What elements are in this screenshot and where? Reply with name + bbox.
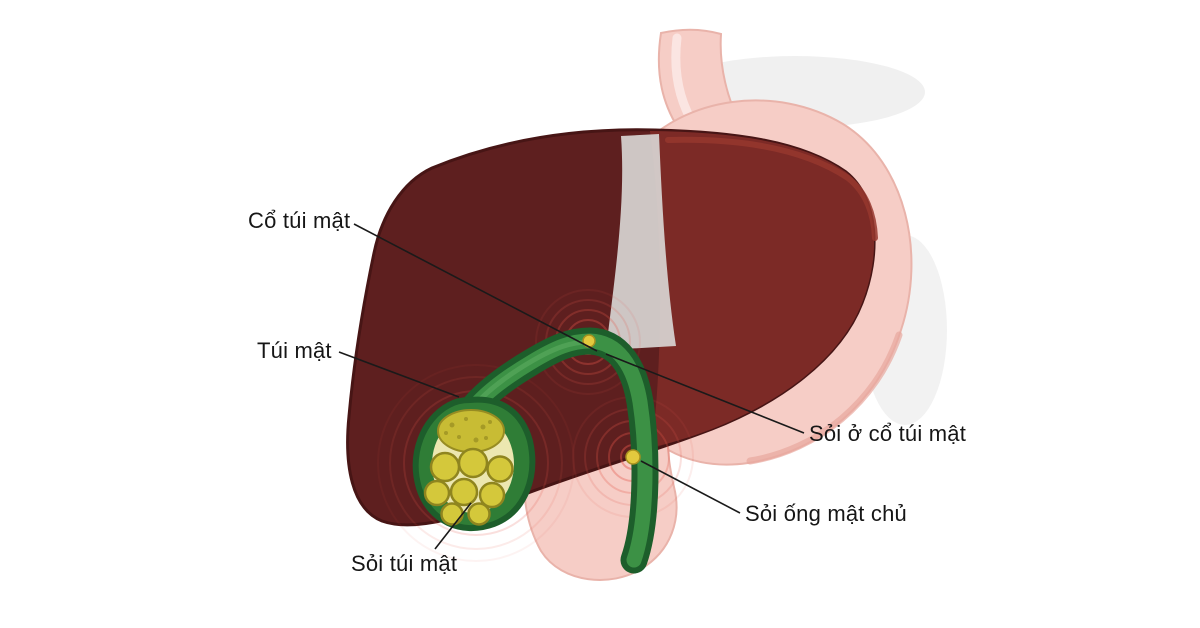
gallbladder-stones-cluster	[423, 447, 514, 526]
label-gallbladder: Túi mật	[257, 338, 332, 363]
liver-edge-highlight	[665, 136, 878, 241]
falciform-ligament	[606, 134, 676, 350]
label-stone-at-neck: Sỏi ở cổ túi mật	[809, 421, 967, 446]
leader-line-gallbladder-stones	[434, 502, 472, 550]
liver-left-lobe	[650, 131, 875, 447]
label-gallbladder-neck: Cổ túi mật	[248, 208, 351, 233]
label-gallbladder-stones: Sỏi túi mật	[351, 551, 458, 576]
gallbladder-sludge-stone	[437, 409, 505, 453]
leader-line-duct-stone	[640, 460, 741, 514]
leader-line-gallbladder	[338, 351, 460, 398]
leader-line-neck	[353, 223, 598, 352]
stone-in-common-duct	[625, 449, 641, 465]
leader-lines	[338, 223, 805, 550]
gallbladder-shape	[412, 396, 536, 531]
label-bile-duct-stone: Sỏi ống mật chủ	[745, 501, 907, 526]
leader-line-neck-stone	[605, 353, 805, 434]
bile-duct-shape	[456, 327, 659, 574]
